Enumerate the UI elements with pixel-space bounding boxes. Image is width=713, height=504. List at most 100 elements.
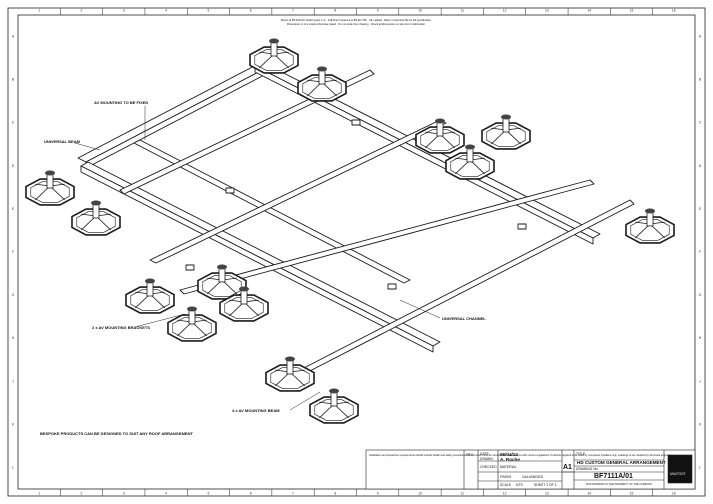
foot-rim	[30, 181, 70, 203]
cleat-2	[225, 187, 235, 194]
foot-clamp	[217, 264, 227, 270]
grid-col-bottom: 8	[334, 492, 336, 496]
grid-col-top: 7	[292, 9, 294, 13]
roof-foot	[415, 118, 465, 154]
foot-base	[297, 74, 347, 102]
tb-company: UNI-FOOT	[670, 472, 685, 476]
grid-col-bottom: 6	[250, 492, 252, 496]
grid-col-bottom: 16	[672, 492, 676, 496]
foot-clamp	[317, 66, 327, 72]
feet-group	[25, 38, 675, 424]
tb-drawn-value: A. Roche	[500, 457, 520, 462]
foot-post	[330, 391, 338, 407]
foot-clamp	[329, 388, 339, 394]
universal-beam-long-bottom	[80, 161, 441, 347]
roof-foot	[481, 114, 531, 150]
grid-col-top: 15	[630, 9, 634, 13]
foot-clamp	[285, 356, 295, 362]
label-universal-channel: UNIVERSAL CHANNEL	[442, 316, 486, 321]
foot-post	[240, 289, 248, 305]
grid-row-left: F	[12, 250, 14, 254]
label-universal-beam: UNIVERSAL BEAM	[44, 139, 81, 144]
cleat-1	[351, 119, 361, 126]
universal-channel-cross-5	[119, 69, 375, 195]
grid-col-top: 3	[123, 9, 125, 13]
grid-row-right: B	[699, 78, 702, 82]
grid-row-left: C	[12, 121, 15, 125]
tb-size: A1	[563, 464, 572, 471]
company-logo	[667, 454, 693, 484]
roof-foot	[297, 66, 347, 102]
tb-material-label: MATERIAL	[500, 465, 517, 469]
tb-notes: Installation and inspection requirements…	[369, 453, 672, 457]
foot-rim	[630, 219, 670, 241]
foot-base	[481, 122, 531, 150]
tb-checked-label: CHECKED	[480, 465, 497, 469]
tb-title-label: TITLE	[576, 452, 586, 456]
foot-base	[625, 216, 675, 244]
leader-universal-channel	[399, 299, 441, 319]
roof-foot	[249, 38, 299, 74]
universal-channel-cross-4	[299, 199, 635, 375]
grid-row-right: H	[699, 336, 702, 340]
foot-rim	[450, 155, 490, 177]
foot-post	[270, 41, 278, 57]
grid-row-left: L	[12, 466, 14, 470]
foot-rim	[420, 129, 460, 151]
grid-row-left: E	[12, 207, 15, 211]
grid-row-left: K	[12, 422, 15, 426]
universal-channel-cross-2	[149, 119, 447, 264]
label-av-mount: 2 x AV MOUNTING BRACKETS	[92, 325, 150, 330]
foot-clamp	[269, 38, 279, 44]
foot-post	[436, 121, 444, 137]
foot-post	[466, 147, 474, 163]
roof-foot	[125, 278, 175, 314]
grid-col-top: 8	[334, 9, 336, 13]
foot-rim	[302, 77, 342, 99]
universal-beam-rail-left	[77, 61, 271, 163]
grid-reference-marks: 1122334455667788991010111112121313141415…	[12, 8, 702, 496]
universal-beam-long-top-side	[254, 65, 594, 245]
grid-col-top: 9	[377, 9, 379, 13]
grid-row-right: E	[699, 207, 702, 211]
note-bespoke: BESPOKE PRODUCTS CAN BE DESIGNED TO SUIT…	[40, 431, 193, 436]
leader-av-mount-beam	[289, 391, 321, 411]
grid-col-top: 11	[461, 9, 465, 13]
cleat-4	[517, 223, 527, 230]
grid-col-top: 12	[503, 9, 507, 13]
foot-post	[646, 211, 654, 227]
foot-rim	[130, 289, 170, 311]
grid-col-top: 10	[418, 9, 422, 13]
foot-rim	[224, 297, 264, 319]
grid-col-bottom: 9	[377, 492, 379, 496]
cleat-3	[387, 283, 397, 290]
foot-post	[46, 173, 54, 189]
label-av-mount-beam: 4 x AV MOUNTING BEAM	[232, 408, 280, 413]
foot-base	[265, 364, 315, 392]
grid-col-top: 6	[250, 9, 252, 13]
tb-drawn-label: DRAWN	[480, 457, 493, 461]
grid-col-bottom: 2	[81, 492, 83, 496]
title-block-frame	[365, 449, 696, 490]
grid-col-bottom: 5	[207, 492, 209, 496]
grid-col-top: 4	[165, 9, 167, 13]
grid-col-bottom: 11	[461, 492, 465, 496]
foot-clamp	[239, 286, 249, 292]
tb-sheet-value: SHEET 1 OF 1	[534, 483, 557, 487]
grid-col-bottom: 13	[545, 492, 549, 496]
grid-row-left: B	[12, 78, 15, 82]
foot-post	[92, 203, 100, 219]
roof-foot	[167, 306, 217, 342]
foot-clamp	[145, 278, 155, 284]
foot-rim	[314, 399, 354, 421]
foot-rim	[172, 317, 212, 339]
grid-row-right: L	[699, 466, 701, 470]
grid-row-right: F	[699, 250, 701, 254]
leader-universal-beam	[74, 142, 101, 151]
grid-col-bottom: 15	[630, 492, 634, 496]
tb-scale-value: NTS	[516, 483, 524, 487]
universal-channel-cross-3	[179, 179, 595, 295]
universal-beam-long-bottom-side	[80, 165, 434, 353]
foot-clamp	[435, 118, 445, 124]
